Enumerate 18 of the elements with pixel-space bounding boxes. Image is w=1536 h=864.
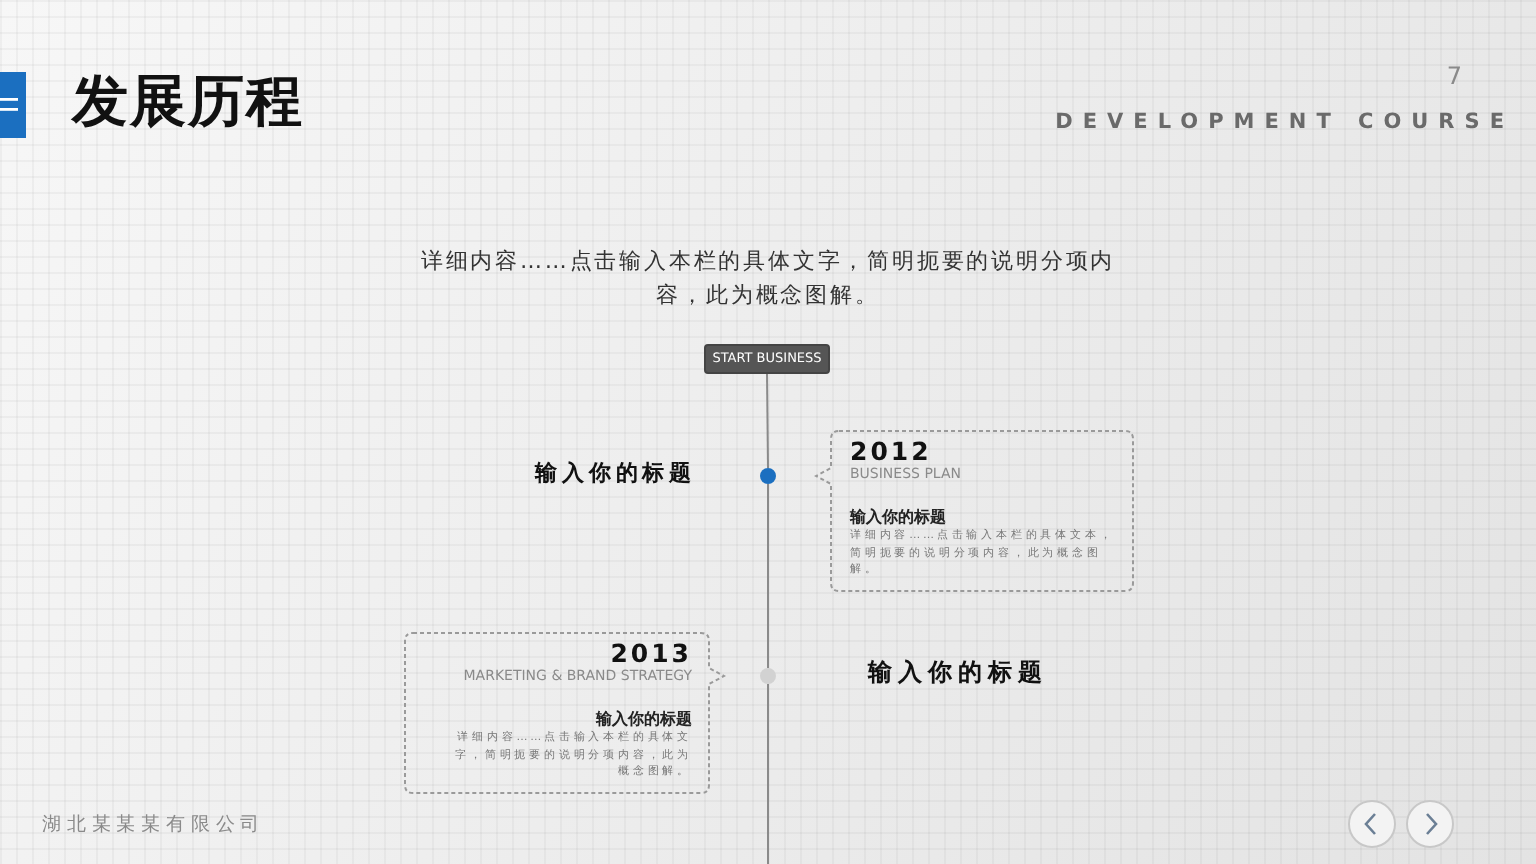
timeline-line [767, 483, 769, 669]
year: 2012 [850, 436, 932, 466]
heading: 输入你的标题 [596, 708, 692, 730]
timeline-dot [760, 468, 776, 484]
timeline-dot [760, 668, 776, 684]
year: 2013 [610, 638, 692, 668]
intro-paragraph: 详细内容……点击输入本栏的具体文字，简明扼要的说明分项内容，此为概念图解。 [418, 246, 1118, 312]
heading: 输入你的标题 [850, 506, 946, 528]
callout-box [814, 430, 1134, 592]
page-number: 7 [1446, 62, 1462, 92]
timeline-line [766, 373, 769, 469]
timeline-heading: 输入你的标题 [535, 458, 696, 490]
timeline-line [767, 683, 769, 864]
page-title: 发展历程 [72, 66, 304, 138]
company-name: 湖北某某某有限公司 [42, 812, 266, 838]
timeline-heading: 输入你的标题 [868, 656, 1048, 690]
callout-box [404, 632, 726, 794]
subtitle: DEVELOPMENT COURSE [1055, 108, 1514, 136]
